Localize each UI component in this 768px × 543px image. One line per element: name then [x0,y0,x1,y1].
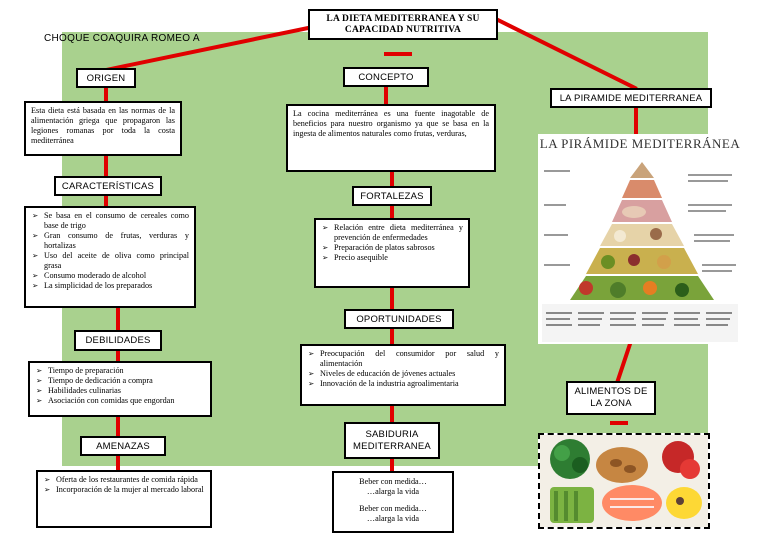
sabiduria-line: …alarga la vida [366,487,420,496]
list-item: Tiempo de dedicación a compra [36,376,205,386]
list-item: Innovación de la industria agroalimentar… [308,379,499,389]
concepto-header: CONCEPTO [343,67,429,87]
list-item: Se basa en el consumo de cereales como b… [32,211,189,231]
list-item: Consumo moderado de alcohol [32,271,189,281]
connector-image-alimentos [615,341,633,383]
main-title: LA DIETA MEDITERRANEA Y SU CAPACIDAD NUT… [326,13,480,35]
caracteristicas-list: Se basa en el consumo de cereales como b… [26,208,194,294]
list-item: Uso del aceite de oliva como principal g… [32,251,189,271]
oportunidades-list: Preocupación del consumidor por salud y … [302,346,504,392]
sabiduria-line: Beber con medida… [359,477,427,486]
main-title-box: LA DIETA MEDITERRANEA Y SU CAPACIDAD NUT… [308,9,498,40]
list-item: Oferta de los restaurantes de comida ráp… [44,475,205,485]
caracteristicas-list-box: Se basa en el consumo de cereales como b… [24,206,196,308]
debilidades-header: DEBILIDADES [74,330,162,351]
list-item: Asociación con comidas que engordan [36,396,205,406]
amenazas-list: Oferta de los restaurantes de comida ráp… [38,472,210,498]
food-illustration [540,435,708,527]
list-item: Habilidades culinarias [36,386,205,396]
pyramid-illustration [542,162,738,342]
concepto-text-box: La cocina mediterránea es una fuente ina… [286,104,496,172]
debilidades-list: Tiempo de preparación Tiempo de dedicaci… [30,363,210,409]
author-name: CHOQUE COAQUIRA ROMEO A [44,33,200,44]
origen-header-label: ORIGEN [86,72,126,84]
origen-header: ORIGEN [76,68,136,88]
food-image [538,433,710,529]
sabiduria-header: SABIDURIA MEDITERRANEA [344,422,440,459]
sabiduria-line: Beber con medida… [359,504,427,513]
origen-text: Esta dieta está basada en las normas de … [31,106,175,145]
list-item: Incorporación de la mujer al mercado lab… [44,485,205,495]
piramide-header-label: LA PIRAMIDE MEDITERRANEA [559,92,703,104]
list-item: Relación entre dieta mediterránea y prev… [322,223,463,243]
oportunidades-header: OPORTUNIDADES [344,309,454,329]
concepto-text: La cocina mediterránea es una fuente ina… [293,109,489,138]
caracteristicas-header-label: CARACTERÍSTICAS [61,180,155,192]
amenazas-header: AMENAZAS [80,436,166,456]
list-item: Gran consumo de frutas, verduras y horta… [32,231,189,251]
pyramid-image-title: LA PIRÁMIDE MEDITERRÁNEA [539,136,741,151]
fortalezas-header-label: FORTALEZAS [360,190,424,202]
oportunidades-header-label: OPORTUNIDADES [356,313,442,325]
concepto-header-label: CONCEPTO [358,71,414,83]
list-item: Niveles de educación de jóvenes actuales [308,369,499,379]
fortalezas-list: Relación entre dieta mediterránea y prev… [316,220,468,266]
list-item: Preparación de platos sabrosos [322,243,463,253]
sabiduria-text-box: Beber con medida… …alarga la vida Beber … [332,471,454,533]
amenazas-header-label: AMENAZAS [96,440,150,452]
debilidades-header-label: DEBILIDADES [85,335,151,346]
piramide-header: LA PIRAMIDE MEDITERRANEA [550,88,712,108]
oportunidades-list-box: Preocupación del consumidor por salud y … [300,344,506,406]
list-item: La simplicidad de los preparados [32,281,189,291]
connector-title-piramide [495,17,638,91]
connector-title-origen [103,25,311,73]
list-item: Preocupación del consumidor por salud y … [308,349,499,369]
sabiduria-header-label: SABIDURIA MEDITERRANEA [353,428,431,452]
alimentos-header-label: ALIMENTOS DE LA ZONA [574,386,648,409]
fortalezas-list-box: Relación entre dieta mediterránea y prev… [314,218,470,288]
list-item: Precio asequible [322,253,463,263]
list-item: Tiempo de preparación [36,366,205,376]
debilidades-list-box: Tiempo de preparación Tiempo de dedicaci… [28,361,212,417]
origen-text-box: Esta dieta está basada en las normas de … [24,101,182,156]
pyramid-image: LA PIRÁMIDE MEDITERRÁNEA [538,134,742,344]
amenazas-list-box: Oferta de los restaurantes de comida ráp… [36,470,212,528]
alimentos-header: ALIMENTOS DE LA ZONA [566,381,656,415]
fortalezas-header: FORTALEZAS [352,186,432,206]
sabiduria-line: …alarga la vida [366,514,420,523]
caracteristicas-header: CARACTERÍSTICAS [54,176,162,196]
